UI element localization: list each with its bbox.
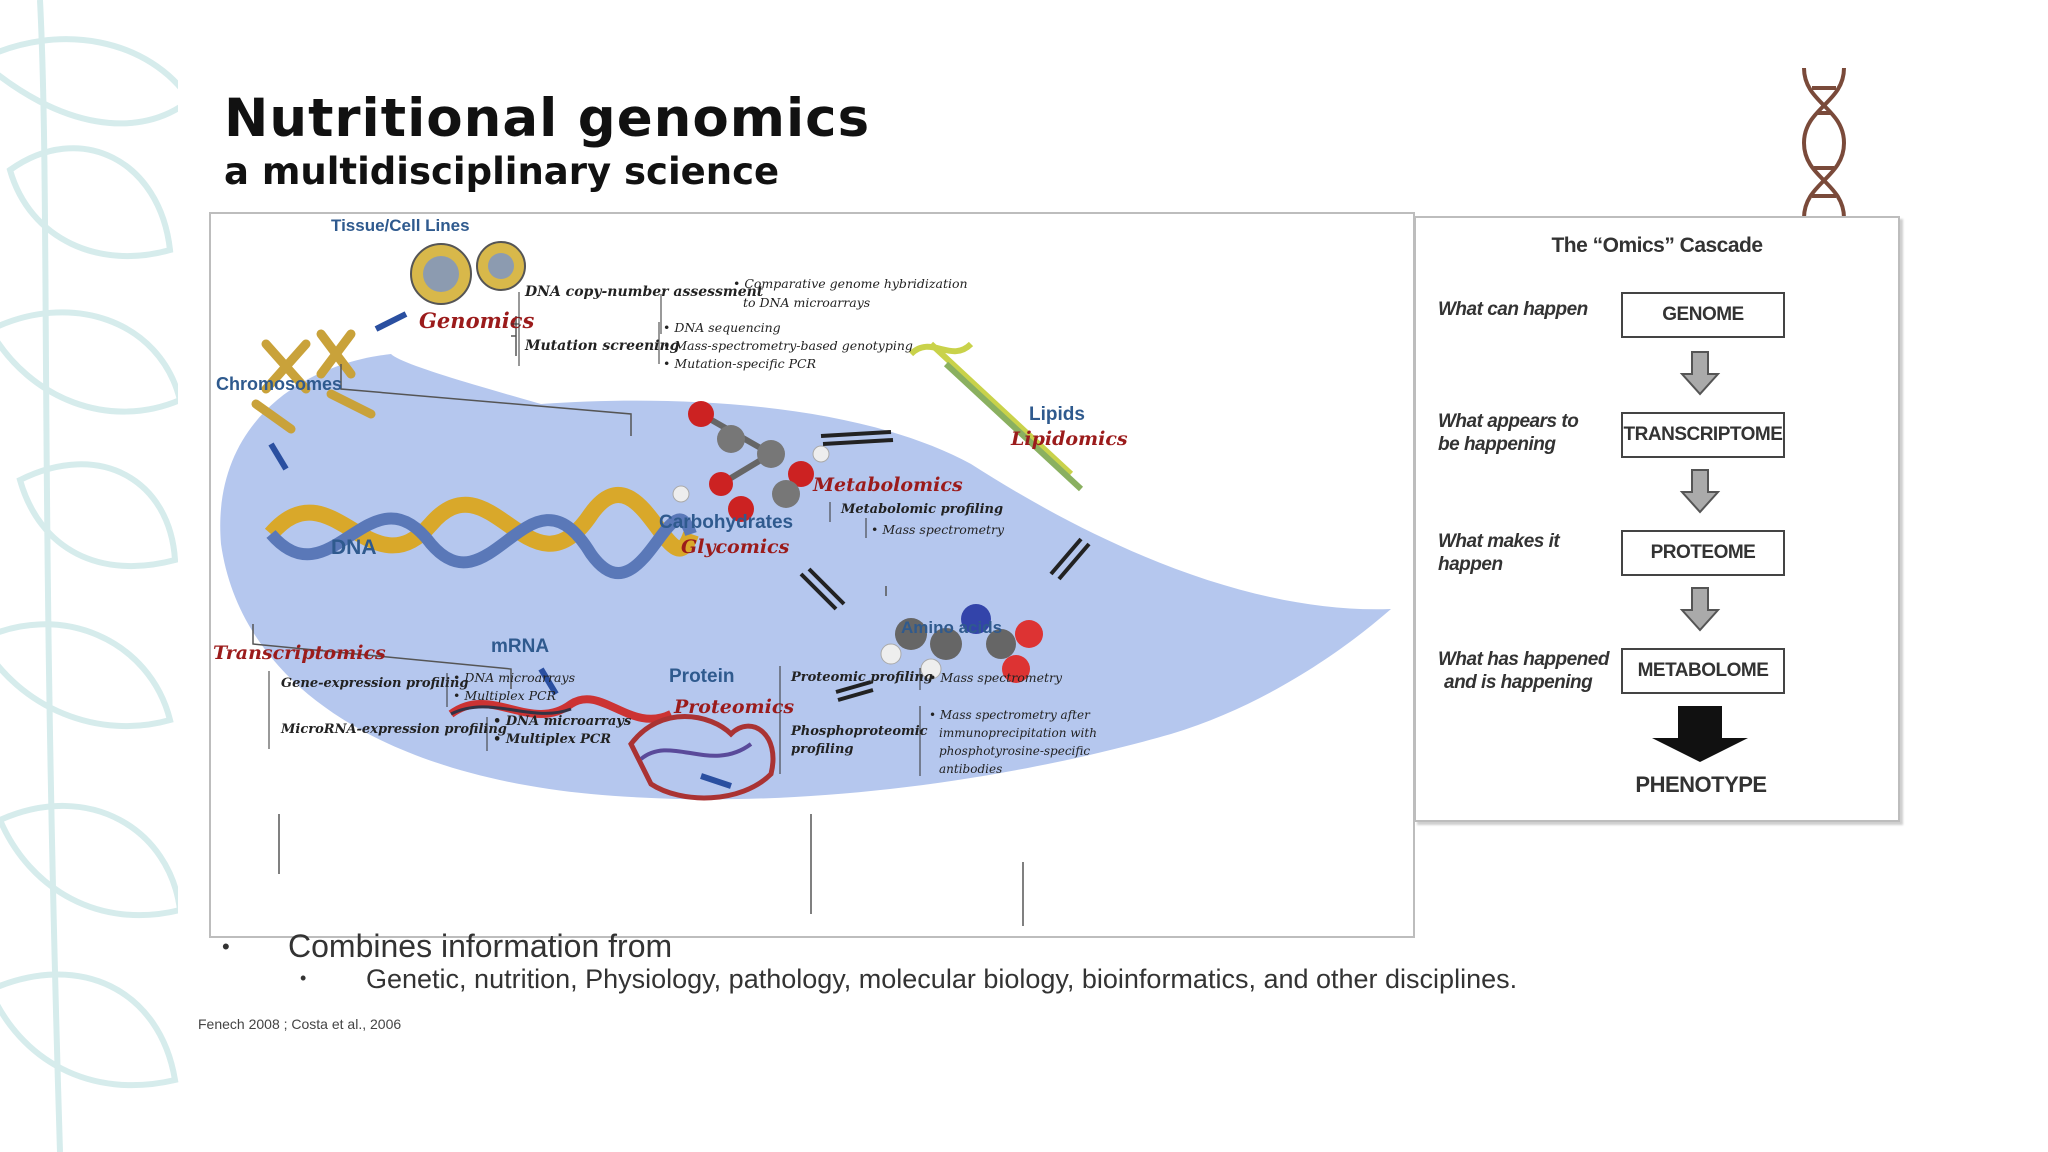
dna-logo-icon bbox=[1801, 68, 1847, 218]
dna-label: DNA bbox=[331, 536, 377, 559]
cascade-box-genome: GENOME bbox=[1621, 292, 1785, 338]
arrow-icon bbox=[374, 311, 408, 332]
genomics-branch-1-item: to DNA microarrays bbox=[743, 295, 871, 310]
omics-figure: Tissue/Cell Lines Chromosomes DNA mRNA P… bbox=[209, 212, 1415, 938]
proteomics-label: Proteomics bbox=[674, 696, 795, 718]
cascade-question: and is happening bbox=[1444, 672, 1593, 693]
transcriptomics-label: Transcriptomics bbox=[213, 642, 386, 664]
carbohydrates-label: Carbohydrates bbox=[659, 512, 794, 533]
genomics-branch-1: DNA copy-number assessment bbox=[525, 284, 764, 300]
protein-label: Protein bbox=[669, 666, 735, 687]
chromosomes-label: Chromosomes bbox=[216, 374, 343, 394]
genomics-label: Genomics bbox=[419, 308, 535, 333]
lipids-label: Lipids bbox=[1029, 404, 1085, 425]
lipidomics-label: Lipidomics bbox=[1011, 428, 1128, 450]
down-arrow-icon bbox=[1679, 351, 1721, 396]
proteomics-branch-2-item: phosphotyrosine-specific bbox=[939, 744, 1091, 758]
metabolomics-branch-1: Metabolomic profiling bbox=[841, 502, 1004, 517]
tissue-cell-lines-label: Tissue/Cell Lines bbox=[331, 216, 470, 235]
genomics-branch-2-item: • DNA sequencing bbox=[663, 320, 781, 335]
bullet-icon: • bbox=[300, 968, 307, 988]
proteomics-branch-2: profiling bbox=[791, 742, 854, 757]
cascade-question: What makes it bbox=[1438, 531, 1560, 552]
proteomics-branch-1: Proteomic profiling bbox=[791, 670, 933, 685]
bullet-icon: • bbox=[222, 934, 230, 959]
genomics-branch-2-item: • Mass-spectrometry-based genotyping bbox=[663, 338, 913, 353]
metabolomics-label: Metabolomics bbox=[813, 474, 963, 496]
down-arrow-icon bbox=[1679, 469, 1721, 514]
genomics-branch-1-item: • Comparative genome hybridization bbox=[733, 276, 968, 291]
cascade-question: be happening bbox=[1438, 434, 1556, 455]
cascade-question: What has happened bbox=[1438, 649, 1609, 670]
figure-artwork bbox=[220, 241, 1391, 926]
omics-cascade-panel: The “Omics” Cascade What can happen GENO… bbox=[1414, 216, 1900, 822]
citation: Fenech 2008 ; Costa et al., 2006 bbox=[198, 1016, 402, 1032]
cascade-box-metabolome: METABOLOME bbox=[1621, 648, 1785, 694]
proteomics-branch-2-item: • Mass spectrometry after bbox=[929, 708, 1090, 722]
phenotype-label: PHENOTYPE bbox=[1635, 772, 1767, 797]
down-arrow-icon bbox=[1679, 587, 1721, 632]
proteomics-branch-2-item: immunoprecipitation with bbox=[939, 726, 1097, 740]
mrna-label: mRNA bbox=[491, 636, 550, 657]
bullet-level-2: Genetic, nutrition, Physiology, patholog… bbox=[366, 964, 1518, 994]
cascade-question: What can happen bbox=[1438, 299, 1588, 320]
proteomics-branch-1-item: • Mass spectrometry bbox=[929, 670, 1063, 685]
proteomics-branch-2: Phosphoproteomic bbox=[791, 724, 928, 739]
slide-title: Nutritional genomics bbox=[224, 88, 871, 149]
slide-subtitle: a multidisciplinary science bbox=[224, 150, 780, 193]
genomics-branch-2-item: • Mutation-specific PCR bbox=[663, 356, 817, 371]
transcriptomics-branch-2: MicroRNA-expression profiling bbox=[281, 722, 507, 737]
transcriptomics-branch-1-item: • Multiplex PCR bbox=[453, 688, 557, 703]
down-arrow-icon bbox=[1652, 706, 1748, 762]
cascade-title: The “Omics” Cascade bbox=[1551, 234, 1763, 257]
proteomics-branch-2-item: antibodies bbox=[939, 762, 1003, 776]
cascade-box-proteome: PROTEOME bbox=[1621, 530, 1785, 576]
cascade-question: happen bbox=[1438, 554, 1503, 575]
transcriptomics-branch-1-item: • DNA microarrays bbox=[453, 670, 575, 685]
glycomics-label: Glycomics bbox=[681, 536, 790, 558]
bullet-level-1: Combines information from bbox=[288, 928, 673, 964]
transcriptomics-branch-2-item: • Multiplex PCR bbox=[493, 732, 612, 747]
metabolomics-branch-1-item: • Mass spectrometry bbox=[871, 522, 1005, 537]
cascade-question: What appears to bbox=[1438, 411, 1579, 432]
transcriptomics-branch-1: Gene-expression profiling bbox=[281, 676, 469, 691]
transcriptomics-branch-2-item: • DNA microarrays bbox=[493, 714, 632, 729]
amino-acids-label: Amino acids bbox=[901, 618, 1003, 637]
genomics-branch-2: Mutation screening bbox=[525, 338, 680, 354]
cascade-box-transcriptome: TRANSCRIPTOME bbox=[1621, 412, 1785, 458]
